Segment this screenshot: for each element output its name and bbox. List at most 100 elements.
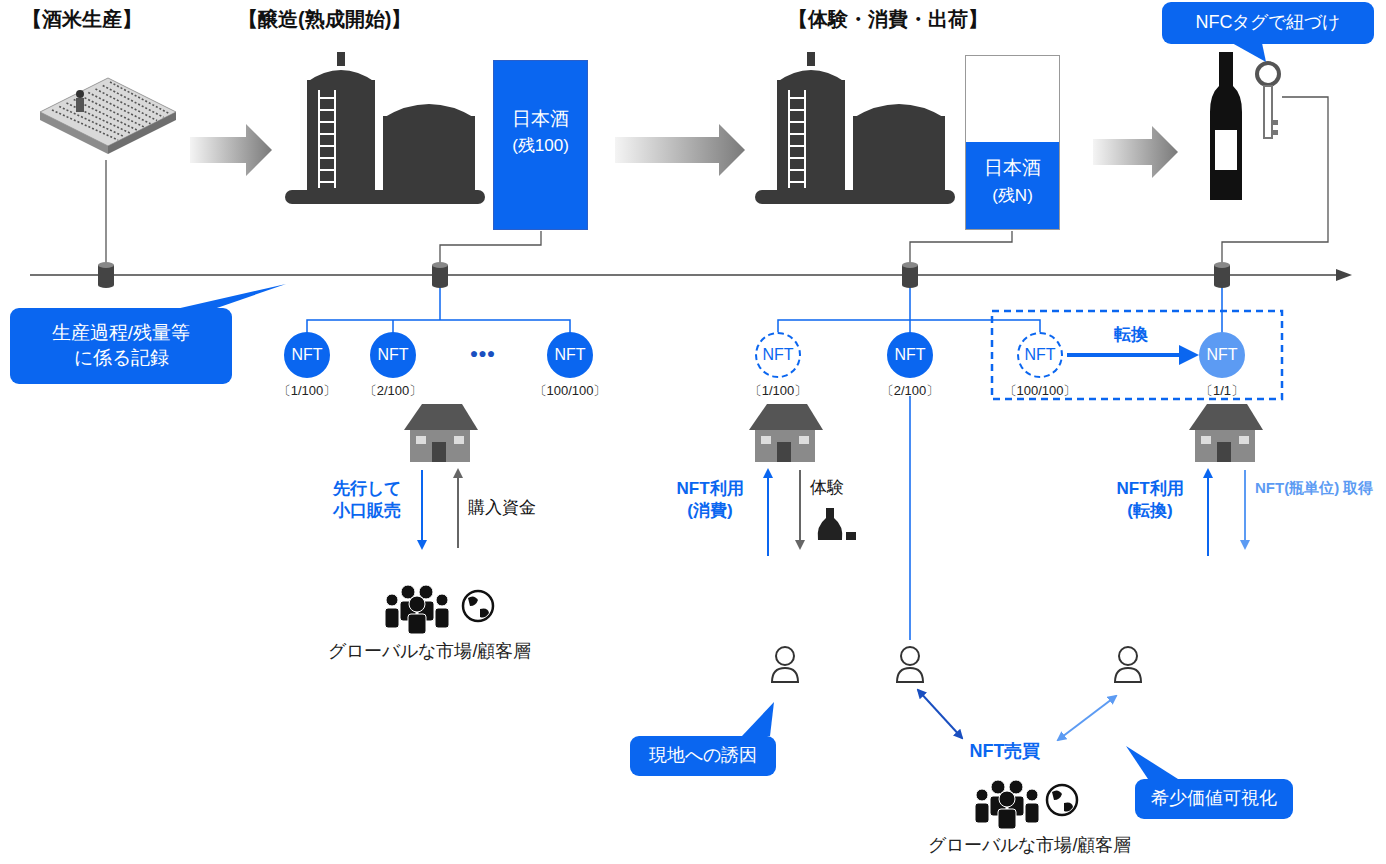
section-heading: 【体験・消費・出荷】 bbox=[788, 6, 1088, 32]
customer-group-icon bbox=[975, 803, 989, 823]
callout-text: 生産過程/残量等 に係る記録 bbox=[31, 321, 211, 370]
record-database-icon bbox=[98, 282, 114, 288]
flow-arrow bbox=[1093, 126, 1178, 178]
brewing-tank-illustration bbox=[788, 90, 790, 188]
flow-label: 購入資金 bbox=[468, 497, 568, 519]
flow-arrow bbox=[767, 470, 769, 556]
globe-icon bbox=[480, 609, 489, 618]
nfc-key-icon bbox=[1264, 86, 1272, 138]
brewery-building-icon bbox=[1189, 404, 1263, 430]
brewery-building-icon bbox=[761, 436, 771, 444]
customer-group-icon bbox=[976, 789, 988, 801]
sake-bottle-icon bbox=[1215, 130, 1237, 170]
rice-field-illustration bbox=[88, 93, 150, 124]
record-database-icon bbox=[902, 262, 918, 268]
customer-group-icon bbox=[1025, 803, 1039, 823]
trade-arrow bbox=[1058, 696, 1116, 740]
rice-field-illustration bbox=[40, 78, 176, 154]
brewing-tank-illustration bbox=[319, 145, 335, 147]
brewery-building-icon bbox=[1201, 436, 1211, 444]
rice-field-illustration bbox=[40, 78, 176, 146]
market-label: グローバルな市場/顧客層 bbox=[880, 834, 1180, 857]
globe-icon bbox=[1064, 803, 1073, 812]
flow-arrow bbox=[799, 470, 801, 548]
sake-volume-box: 日本酒(残N) bbox=[965, 55, 1060, 230]
customer-group-icon bbox=[975, 780, 1039, 829]
nft-label: NFT bbox=[291, 346, 322, 364]
nft-token-circle: NFT〔1/100〕 bbox=[755, 332, 801, 378]
brewery-building-icon bbox=[799, 436, 809, 444]
brewery-building-icon bbox=[755, 428, 815, 462]
brewing-tank-illustration bbox=[319, 133, 335, 135]
customer-group-icon bbox=[386, 594, 398, 606]
brewing-tank-illustration bbox=[804, 90, 806, 188]
flow-label: NFT利用 (転換) bbox=[1098, 478, 1202, 522]
brewing-tank-illustration bbox=[853, 104, 945, 118]
brewery-building-icon bbox=[416, 436, 426, 444]
sake-set-icon bbox=[818, 508, 843, 540]
brewing-tank-illustration bbox=[383, 116, 475, 192]
flow-arrow bbox=[768, 470, 769, 556]
trade-arrow bbox=[1058, 696, 1116, 740]
customer-group-icon bbox=[408, 614, 426, 634]
globe-icon bbox=[463, 591, 493, 621]
callout-text: NFCタグで紐づけ bbox=[1196, 11, 1341, 34]
flow-arrow bbox=[1208, 470, 1209, 556]
record-wire bbox=[910, 231, 1012, 266]
flow-label: 先行して 小口販売 bbox=[318, 478, 416, 522]
flow-label: NFT利用 (消費) bbox=[658, 478, 762, 522]
nft-issue-wire bbox=[307, 320, 570, 333]
globe-icon bbox=[1047, 785, 1077, 815]
record-wire bbox=[105, 160, 106, 268]
callout-box: 現地への誘因 bbox=[630, 736, 776, 776]
nft-token-circle: NFT〔2/100〕 bbox=[887, 332, 933, 378]
record-database-icon bbox=[432, 282, 448, 288]
flow-arrow bbox=[421, 470, 423, 548]
customer-person-icon bbox=[776, 647, 794, 665]
nft-token-circle: NFT〔100/100〕 bbox=[547, 332, 593, 378]
nft-issue-wire bbox=[910, 284, 911, 333]
callout-box: 希少価値可視化 bbox=[1135, 779, 1293, 819]
trade-arrow bbox=[918, 690, 962, 738]
brewery-building-icon bbox=[410, 428, 470, 462]
customer-person-icon bbox=[1115, 668, 1141, 682]
brewery-building-icon bbox=[454, 436, 464, 444]
nft-token-circle: NFT〔1/100〕 bbox=[284, 332, 330, 378]
brewing-tank-illustration bbox=[285, 52, 485, 204]
nfc-key-icon bbox=[1257, 63, 1279, 85]
rice-field-illustration bbox=[103, 86, 164, 118]
flow-label: 体験 bbox=[810, 477, 870, 499]
holder-wire bbox=[910, 396, 911, 640]
flow-arrow bbox=[800, 470, 801, 548]
callout-pointer bbox=[1232, 43, 1266, 62]
nft-issue-wire bbox=[440, 284, 441, 320]
brewing-tank-illustration bbox=[307, 70, 375, 82]
nfc-key-icon bbox=[1257, 63, 1279, 138]
callout-text: 現地への誘因 bbox=[649, 744, 757, 767]
market-label: グローバルな市場/顧客層 bbox=[280, 640, 580, 663]
brewery-building-icon bbox=[404, 404, 478, 462]
nft-serial: 〔1/1〕 bbox=[1200, 382, 1244, 400]
flow-arrow bbox=[1093, 126, 1178, 178]
rice-field-illustration bbox=[76, 98, 84, 112]
brewing-tank-illustration bbox=[318, 90, 320, 188]
timeline-axis bbox=[1336, 269, 1352, 281]
flow-arrow bbox=[422, 470, 423, 548]
customer-group-icon bbox=[999, 791, 1015, 807]
customer-group-icon bbox=[385, 585, 449, 634]
callout-pointer bbox=[1126, 746, 1178, 779]
rice-field-illustration bbox=[52, 110, 118, 140]
flow-arrow bbox=[457, 470, 459, 548]
globe-icon bbox=[1047, 785, 1077, 815]
sake-volume-box: 日本酒(残100) bbox=[493, 60, 588, 230]
flow-arrow bbox=[458, 470, 459, 548]
brewing-tank-illustration bbox=[285, 190, 485, 204]
brewery-building-icon bbox=[1217, 442, 1231, 462]
brewing-tank-illustration bbox=[789, 97, 805, 99]
nft-label: NFT bbox=[1206, 346, 1237, 364]
record-database-icon bbox=[1214, 282, 1230, 288]
brewing-tank-illustration bbox=[319, 109, 335, 111]
volume-text: 日本酒 bbox=[512, 107, 569, 132]
brewery-building-icon bbox=[1239, 436, 1249, 444]
